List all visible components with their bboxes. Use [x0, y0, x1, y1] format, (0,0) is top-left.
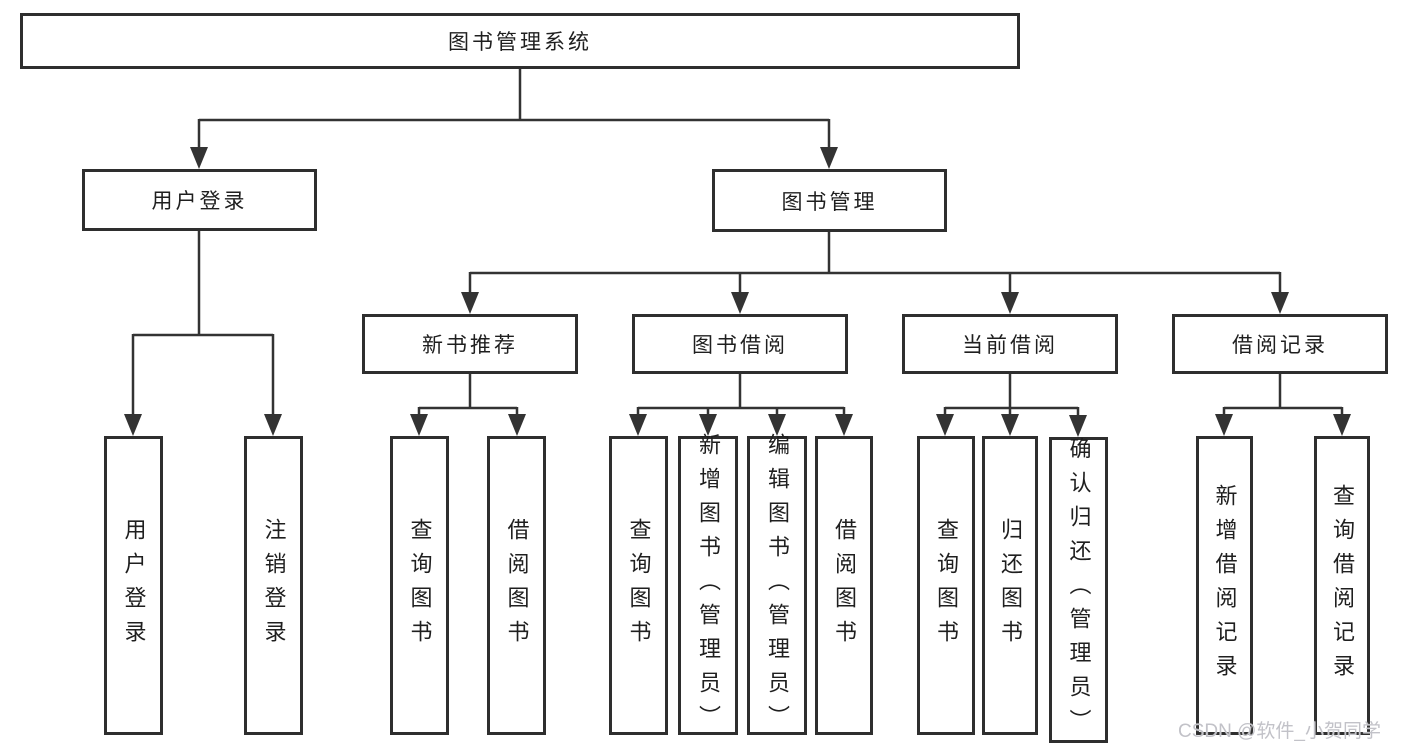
leaf-query-books-borrow: 查询图书 [609, 436, 668, 735]
node-current-borrowing: 当前借阅 [902, 314, 1118, 374]
leaf-edit-books-admin: 编辑图书（管理员） [747, 433, 807, 739]
leaf-add-books-admin: 新增图书（管理员） [678, 433, 738, 739]
leaf-add-borrow-record: 新增借阅记录 [1196, 436, 1253, 735]
node-new-book-recommend-label: 新书推荐 [422, 334, 518, 357]
leaf-query-books-borrow-label: 查询图书 [626, 517, 652, 654]
node-user-login-branch: 用户登录 [82, 169, 317, 231]
leaf-return-books-label: 归还图书 [998, 517, 1023, 654]
leaf-add-borrow-record-label: 新增借阅记录 [1212, 483, 1238, 688]
leaf-confirm-return-admin-label: 确认归还（管理员） [1066, 437, 1092, 743]
leaf-query-borrow-record-label: 查询借阅记录 [1330, 483, 1355, 688]
node-borrowing-records: 借阅记录 [1172, 314, 1388, 374]
node-book-management-branch-label: 图书管理 [781, 190, 878, 214]
leaf-return-books: 归还图书 [982, 436, 1038, 735]
leaf-query-books-recommend: 查询图书 [390, 436, 449, 735]
leaf-query-borrow-record: 查询借阅记录 [1314, 436, 1370, 735]
leaf-logout-label: 注销登录 [261, 517, 287, 654]
csdn-watermark: CSDN @软件_小贺同学 [1178, 721, 1381, 742]
leaf-borrow-books-recommend-label: 借阅图书 [504, 517, 530, 654]
leaf-edit-books-admin-label: 编辑图书（管理员） [765, 432, 790, 739]
leaf-borrow-books-label: 借阅图书 [832, 517, 857, 654]
leaf-add-books-admin-label: 新增图书（管理员） [696, 432, 721, 739]
node-new-book-recommend: 新书推荐 [362, 314, 578, 374]
leaf-user-login-label: 用户登录 [121, 517, 147, 654]
leaf-query-books-current: 查询图书 [917, 436, 975, 735]
leaf-query-books-current-label: 查询图书 [934, 517, 959, 654]
leaf-logout: 注销登录 [244, 436, 303, 735]
node-book-borrowing-label: 图书借阅 [692, 334, 788, 357]
node-library-system-label: 图书管理系统 [448, 31, 592, 54]
node-borrowing-records-label: 借阅记录 [1232, 334, 1328, 357]
leaf-query-books-recommend-label: 查询图书 [407, 517, 433, 654]
node-current-borrowing-label: 当前借阅 [962, 334, 1058, 357]
node-library-system: 图书管理系统 [20, 13, 1020, 69]
node-user-login-branch-label: 用户登录 [151, 190, 248, 213]
leaf-borrow-books: 借阅图书 [815, 436, 873, 735]
leaf-borrow-books-recommend: 借阅图书 [487, 436, 546, 735]
node-book-management-branch: 图书管理 [712, 169, 947, 232]
leaf-confirm-return-admin: 确认归还（管理员） [1049, 437, 1108, 743]
node-book-borrowing: 图书借阅 [632, 314, 848, 374]
leaf-user-login: 用户登录 [104, 436, 163, 735]
